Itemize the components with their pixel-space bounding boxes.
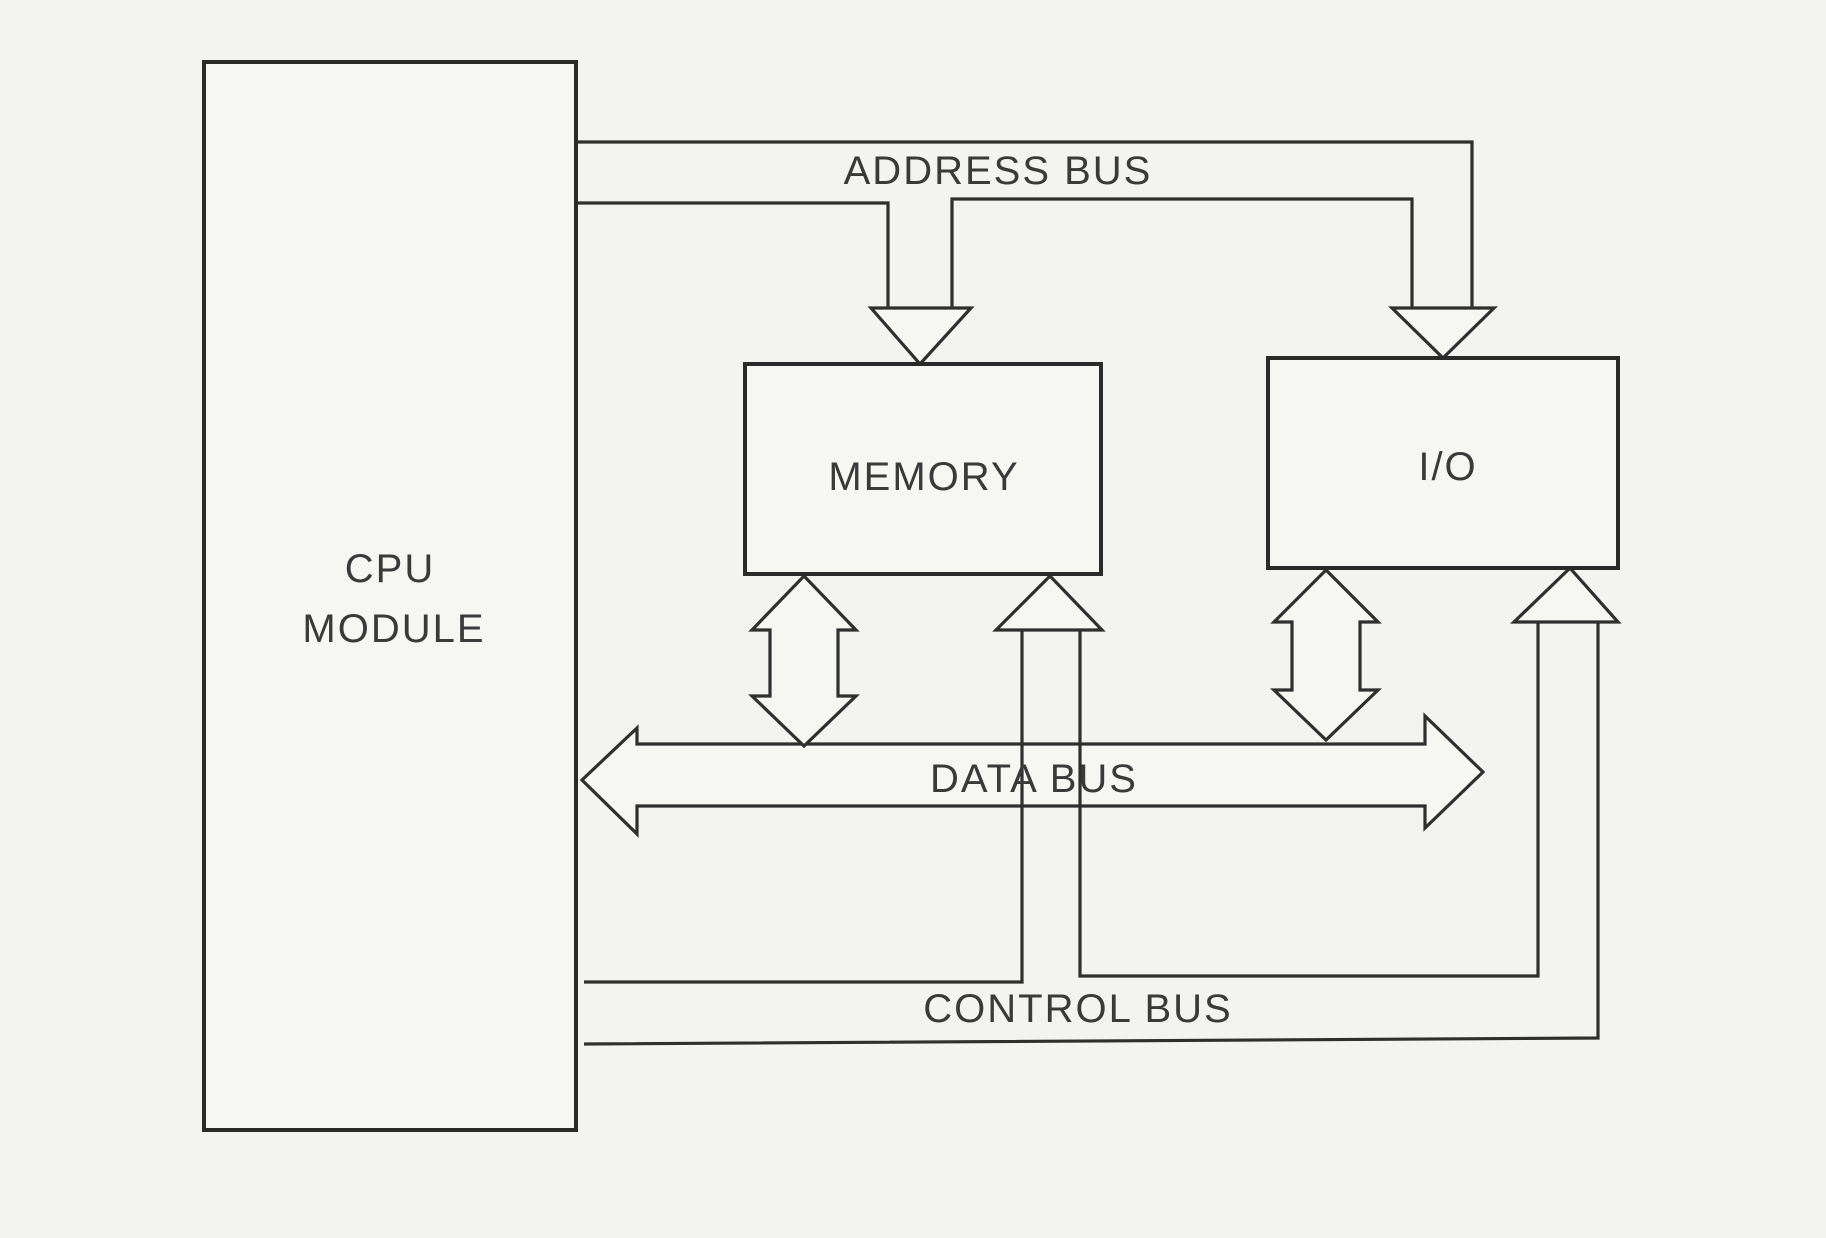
cpu-module-label-line1: CPU: [345, 547, 435, 591]
address-bus-inner-line-memory: [578, 201, 890, 308]
control-bus-arrow-to-memory: [992, 573, 1106, 632]
io-label: I/O: [1418, 445, 1477, 489]
control-bus-label: CONTROL BUS: [923, 987, 1232, 1031]
control-bus-line-io: [583, 622, 1600, 1046]
control-bus-line-memory-return: [1078, 622, 1540, 978]
address-bus-branch-line: [950, 197, 1414, 308]
control-bus: [583, 565, 1622, 1046]
control-bus-arrow-to-io: [1510, 565, 1622, 624]
address-bus: [578, 140, 1498, 367]
io-block: [1266, 356, 1620, 570]
address-bus-outer-line: [578, 140, 1474, 308]
io-data-bus-connector: [1270, 567, 1382, 743]
cpu-module-block: [202, 60, 578, 1132]
data-bus-label: DATA BUS: [930, 757, 1138, 801]
control-bus-line-memory: [584, 630, 1024, 984]
address-bus-arrow-to-io: [1388, 306, 1498, 361]
data-bus-arrow: [579, 712, 1486, 838]
data-bus: [579, 712, 1486, 838]
memory-data-bus-connector: [748, 573, 860, 749]
memory-label: MEMORY: [828, 455, 1019, 499]
cpu-module-label-line2: MODULE: [302, 607, 485, 651]
address-bus-label: ADDRESS BUS: [844, 149, 1153, 193]
address-bus-arrow-to-memory: [867, 306, 975, 367]
memory-block: [743, 362, 1103, 576]
